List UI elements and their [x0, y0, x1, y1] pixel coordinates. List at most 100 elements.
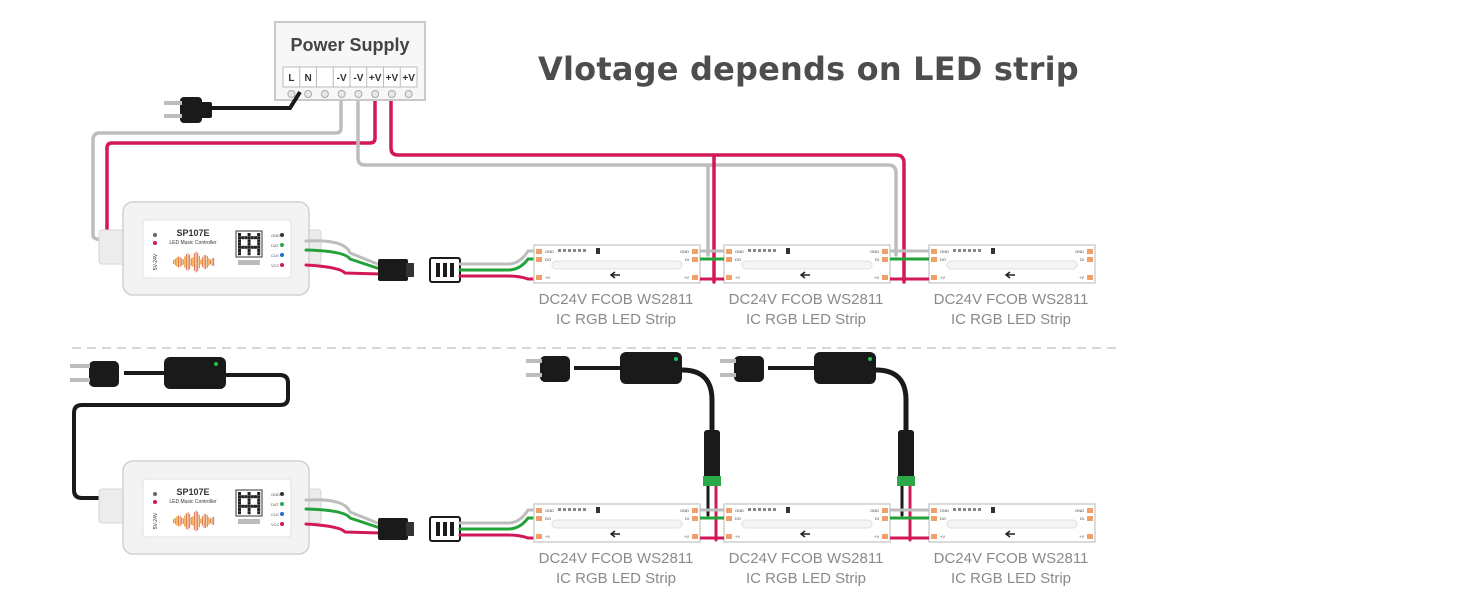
equalizer-bar	[197, 511, 199, 531]
qr-code-cell	[250, 504, 254, 508]
equalizer-bar	[182, 259, 184, 265]
strip-pad	[536, 534, 542, 539]
equalizer-bar	[195, 251, 197, 273]
equalizer-bar	[177, 256, 179, 268]
ac-adapter-strip-2	[720, 352, 915, 486]
strip-pad-label: GND	[735, 508, 744, 513]
controller-side-text: 5V-24V	[153, 512, 159, 529]
equalizer-bar	[189, 254, 191, 270]
strip-label-line2: IC RGB LED Strip	[950, 311, 1072, 328]
qr-code-cell	[241, 495, 245, 499]
ac-plug-power-supply	[164, 90, 302, 123]
strip-pad-label: GND	[1075, 508, 1084, 513]
controller-model-text: SP107E	[176, 228, 209, 238]
controller-pin-label: DAT	[271, 243, 279, 248]
terminal-screw	[387, 90, 396, 98]
arrow-left-icon	[609, 271, 620, 279]
terminal-label: -V	[337, 73, 347, 84]
strip-pad-label: DI	[685, 257, 689, 262]
strip-label-line2: IC RGB LED Strip	[745, 311, 867, 328]
qr-code-cell	[257, 504, 261, 508]
equalizer-bar	[201, 516, 203, 526]
qr-code-cell	[238, 501, 241, 505]
strip-component	[763, 508, 766, 511]
strip-component	[753, 249, 756, 252]
equalizer-bar	[201, 257, 203, 267]
equalizer-bar	[192, 257, 194, 267]
gray-wire-out	[304, 498, 382, 526]
strip-label-s2-3: DC24V FCOB WS2811 IC RGB LED Strip	[921, 549, 1101, 589]
strip-pad-label: GND	[735, 249, 744, 254]
qr-code-cell	[241, 245, 245, 249]
green-wire-to-strip	[458, 516, 538, 531]
equalizer-bar	[206, 256, 208, 268]
strip-label-line2: IC RGB LED Strip	[745, 570, 867, 587]
strip-pad-label: +V	[940, 275, 945, 280]
strip-label-line1: DC24V FCOB WS2811	[728, 291, 884, 308]
terminal-label: +V	[386, 73, 399, 84]
strip-component	[563, 249, 566, 252]
qr-code-cell	[257, 511, 261, 515]
strip-pad-label: GND	[680, 508, 689, 513]
strip-cob-line	[946, 519, 1078, 529]
strip-pad-label: DI	[875, 257, 879, 262]
strip-pad-label: DO	[940, 257, 946, 262]
equalizer-bar	[184, 515, 186, 527]
equalizer-bar	[174, 517, 176, 525]
strip-pad	[536, 275, 542, 280]
strip-pad-label: DI	[875, 516, 879, 521]
strip-pad-label: GND	[870, 508, 879, 513]
strip-pad	[692, 516, 698, 521]
strip-label-s1-3: DC24V FCOB WS2811 IC RGB LED Strip	[921, 290, 1101, 330]
strip-pad-label: +V	[735, 275, 740, 280]
red-wire-to-strip	[458, 533, 538, 540]
strip-pad	[1087, 534, 1093, 539]
strip-component	[578, 508, 581, 511]
strip-ic-chip	[991, 248, 995, 254]
qr-code-cell	[238, 239, 241, 243]
arrow-left-icon	[1004, 530, 1015, 538]
strip-component	[958, 508, 961, 511]
equalizer-bar	[200, 518, 202, 524]
strip-label-line1: DC24V FCOB WS2811	[538, 550, 694, 567]
qr-code-cell	[257, 239, 261, 243]
strip-label-line2: IC RGB LED Strip	[555, 311, 677, 328]
strip-component	[773, 249, 776, 252]
controller-led-icon	[153, 241, 157, 245]
strip-pad-label: GND	[940, 249, 949, 254]
qr-code-cell	[247, 233, 251, 236]
qr-code-cell	[257, 236, 261, 240]
terminal-label: N	[305, 73, 312, 84]
strip-component	[748, 249, 751, 252]
controller-led-icon	[153, 233, 157, 237]
ac-adapter-strip-1	[526, 352, 721, 486]
certification-marks	[238, 260, 260, 265]
equalizer-bar	[211, 517, 213, 525]
green-wire-out	[304, 507, 382, 530]
qr-code-cell	[247, 236, 251, 240]
equalizer-bar	[213, 257, 215, 267]
strip-component	[978, 249, 981, 252]
terminal-screw	[320, 90, 329, 98]
qr-code-cell	[238, 252, 241, 256]
strip-pad-label: DI	[1080, 257, 1084, 262]
strip-component	[583, 249, 586, 252]
gray-wire-to-strip	[458, 249, 538, 266]
equalizer-bar	[213, 516, 215, 526]
strip-pad	[536, 508, 542, 513]
qr-code-cell	[247, 239, 251, 243]
strip-component	[953, 249, 956, 252]
strip-pad	[882, 508, 888, 513]
strip-ic-chip	[596, 507, 600, 513]
equalizer-bar	[179, 256, 181, 268]
jst-female-slot	[436, 522, 440, 536]
qr-code-cell	[247, 492, 251, 495]
qr-code-cell	[257, 249, 261, 252]
equalizer-bar	[174, 258, 176, 266]
controller-pin-dot	[280, 243, 284, 247]
strip-component	[958, 249, 961, 252]
